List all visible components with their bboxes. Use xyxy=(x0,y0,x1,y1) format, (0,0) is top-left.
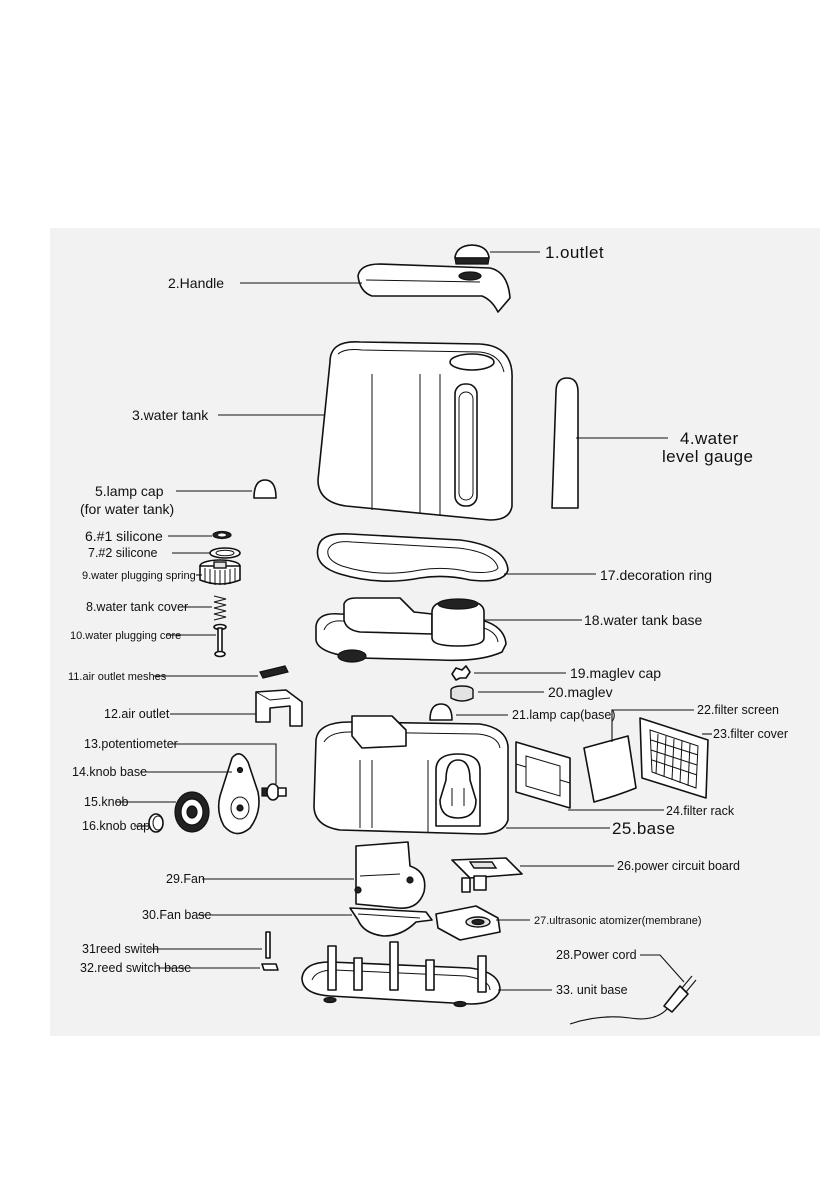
label-water-tank-base: 18.water tank base xyxy=(584,612,703,628)
label-lamp-cap-tank-1: 5.lamp cap xyxy=(95,483,164,499)
part-handle xyxy=(357,263,511,313)
part-filter-cover xyxy=(639,717,709,799)
label-filter-rack: 24.filter rack xyxy=(666,804,735,818)
part-air-outlet-meshes xyxy=(259,665,289,679)
label-water-tank-cover: 8.water tank cover xyxy=(86,600,188,614)
part-knob-cap xyxy=(148,813,164,833)
label-air-outlet-meshes: 11.air outlet meshes xyxy=(68,671,167,683)
label-base: 25.base xyxy=(612,819,675,838)
label-power-circuit-board: 26.power circuit board xyxy=(617,859,740,873)
part-water-level-gauge xyxy=(551,377,579,509)
label-potentiometer: 13.potentiometer xyxy=(84,737,178,751)
label-water-tank: 3.water tank xyxy=(132,407,209,423)
label-water-plugging-core: 10.water plugging core xyxy=(70,630,181,642)
label-handle: 2.Handle xyxy=(168,275,224,291)
label-lamp-cap-tank-2: (for water tank) xyxy=(80,501,174,517)
leader-potentiometer xyxy=(170,743,277,784)
part-water-tank-base xyxy=(315,597,507,663)
label-air-outlet: 12.air outlet xyxy=(104,707,170,721)
part-lamp-cap-tank xyxy=(253,479,277,499)
label-knob: 15.knob xyxy=(84,795,129,809)
part-silicone-1 xyxy=(212,530,232,540)
label-silicone-1: 6.#1 silicone xyxy=(85,528,163,544)
label-reed-switch: 31reed switch xyxy=(82,942,159,956)
part-water-plugging-core xyxy=(213,623,227,658)
part-filter-screen xyxy=(583,735,637,803)
part-power-circuit-board xyxy=(451,857,523,893)
part-maglev xyxy=(450,685,474,702)
leader-filter-screen xyxy=(611,709,694,742)
part-decoration-ring xyxy=(316,532,509,582)
part-ultrasonic-atomizer xyxy=(435,905,501,941)
part-knob xyxy=(174,791,210,833)
label-silicone-2: 7.#2 silicone xyxy=(88,546,158,560)
label-water-level-gauge-2: level gauge xyxy=(662,447,753,466)
label-unit-base: 33. unit base xyxy=(556,983,628,997)
label-fan: 29.Fan xyxy=(166,872,205,886)
label-knob-cap: 16.knob cap xyxy=(82,819,150,833)
part-unit-base xyxy=(301,941,501,1008)
part-reed-switch-base xyxy=(261,963,279,971)
part-filter-rack xyxy=(515,741,571,809)
part-water-tank xyxy=(317,341,513,521)
label-ultrasonic-atomizer: 27.ultrasonic atomizer(membrane) xyxy=(534,915,702,927)
label-outlet: 1.outlet xyxy=(545,243,604,262)
part-knob-base xyxy=(217,753,260,835)
label-filter-cover: 23.filter cover xyxy=(713,727,788,741)
part-power-cord xyxy=(569,975,697,1025)
label-water-level-gauge-1: 4.water xyxy=(680,429,739,448)
part-silicone-2 xyxy=(209,547,241,559)
label-maglev: 20.maglev xyxy=(548,684,613,700)
label-fan-base: 30.Fan base xyxy=(142,908,212,922)
part-water-plugging-spring xyxy=(199,559,241,585)
part-lamp-cap-base xyxy=(429,703,453,721)
label-filter-screen: 22.filter screen xyxy=(697,703,779,717)
part-base xyxy=(313,715,509,835)
label-power-cord: 28.Power cord xyxy=(556,948,637,962)
part-maglev-cap xyxy=(451,665,471,681)
part-reed-switch xyxy=(265,931,271,959)
label-knob-base: 14.knob base xyxy=(72,765,147,779)
label-reed-switch-base: 32.reed switch base xyxy=(80,961,191,975)
label-maglev-cap: 19.maglev cap xyxy=(570,665,661,681)
part-air-outlet xyxy=(255,689,303,727)
label-water-plugging-spring: 9.water plugging spring xyxy=(82,570,196,582)
label-lamp-cap-base: 21.lamp cap(base) xyxy=(512,708,616,722)
part-fan xyxy=(354,841,426,909)
part-potentiometer xyxy=(261,783,287,801)
part-water-tank-cover xyxy=(213,595,227,621)
leader-power-cord xyxy=(640,954,685,983)
label-decoration-ring: 17.decoration ring xyxy=(600,567,712,583)
part-fan-base xyxy=(349,907,433,937)
part-outlet xyxy=(454,244,490,265)
